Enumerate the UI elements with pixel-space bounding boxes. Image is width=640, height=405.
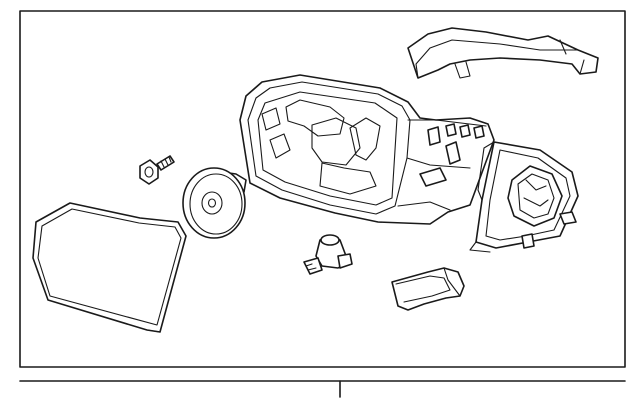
diagram-frame: [19, 10, 626, 368]
screw-part: [139, 155, 175, 185]
lamp-socket-part: [303, 234, 353, 275]
skull-cap-part: [407, 27, 599, 79]
mirror-glass-part: [32, 202, 187, 333]
mirror-housing-part: [239, 74, 495, 225]
motor-actuator-part: [469, 141, 579, 253]
backing-plate-part: [182, 167, 247, 239]
turn-signal-lamp-part: [391, 267, 465, 311]
